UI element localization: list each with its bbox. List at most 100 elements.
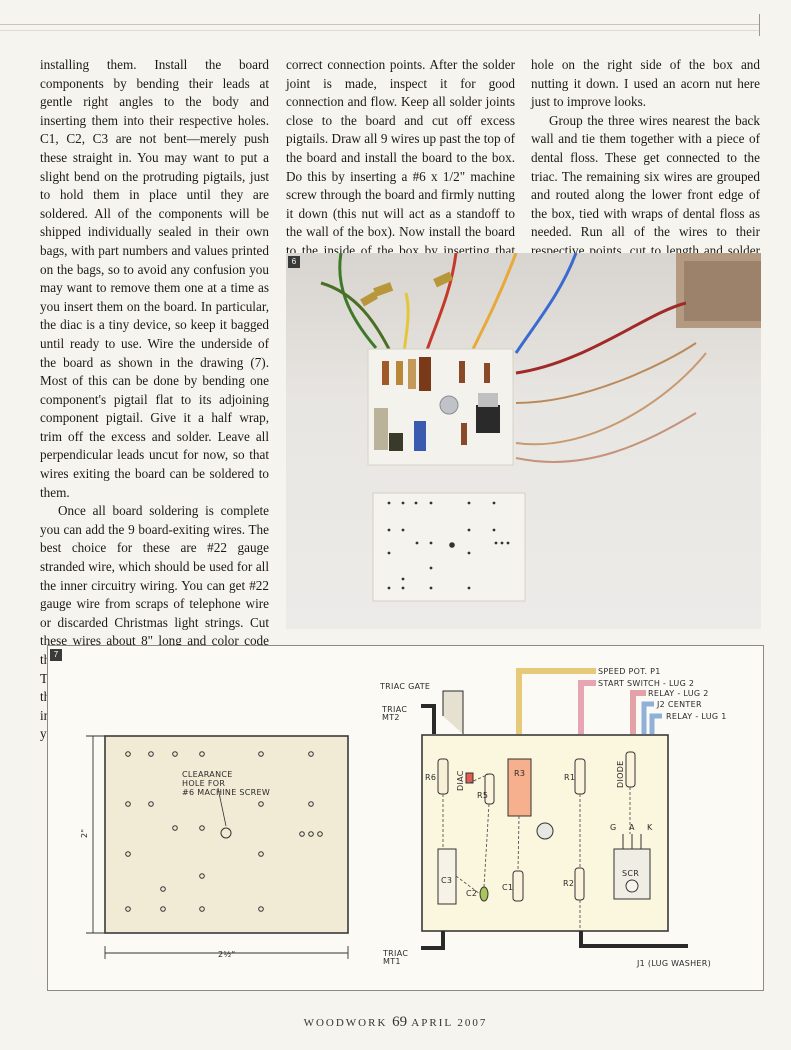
paragraph: Group the three wires nearest the back w… (531, 112, 760, 277)
dark-red-wire (515, 301, 687, 375)
article-column-2: correct connection points. After the sol… (286, 56, 515, 279)
relay-lug2-wire (630, 690, 646, 734)
capacitor-c2 (389, 433, 403, 451)
template-holes (125, 751, 323, 912)
mounting-screw (439, 395, 459, 415)
crimp-connector (373, 282, 394, 297)
page-number: 69 (392, 1014, 408, 1030)
mounting-screw (536, 822, 554, 840)
relay-lug1-wire (649, 713, 662, 734)
c1-label: C1 (502, 883, 513, 892)
resistor (396, 361, 403, 385)
crop-mark (759, 14, 760, 36)
article-column-3: hole on the right side of the box and nu… (531, 56, 760, 279)
triac-mt1-label-1: TRIAC (382, 949, 408, 958)
tan-wire (515, 352, 707, 446)
diode (484, 363, 490, 383)
c3-label: C3 (441, 876, 452, 885)
capacitor-c1 (414, 421, 426, 451)
resistor-r5 (484, 773, 495, 805)
triac-mt2-label-2: MT2 (382, 713, 400, 722)
resistor (459, 361, 465, 383)
blue-wire (514, 253, 578, 354)
speed-pot-wire (516, 668, 596, 734)
triac-mt1-label-2: MT1 (383, 957, 401, 966)
paragraph: correct connection points. After the sol… (286, 57, 515, 277)
j2-center-label: J2 CENTER (656, 700, 702, 709)
crimp-connector (360, 291, 378, 307)
tan-wire (515, 342, 697, 404)
yellow-wire (402, 292, 410, 354)
clearance-leader (217, 787, 227, 827)
scr-component (476, 405, 500, 433)
r6-label: R6 (425, 773, 436, 782)
capacitor (419, 357, 431, 391)
scr-g-label: G (610, 823, 617, 832)
scr-tab (478, 393, 498, 407)
scr-a-label: A (629, 823, 635, 832)
scr-hole (625, 879, 639, 893)
magazine-name: WOODWORK (303, 1017, 388, 1029)
r5-label: R5 (477, 791, 488, 800)
start-switch-label: START SWITCH - LUG 2 (598, 679, 694, 688)
wiring-diagram: 7 CLEARANCE HOLE FOR #6 MACHINE SCREW 2"… (47, 645, 764, 991)
figure-badge: 7 (50, 649, 62, 661)
green-wire (320, 281, 393, 354)
r2-label: R2 (563, 879, 574, 888)
resistor (408, 359, 416, 389)
j2-center-wire (641, 701, 654, 734)
photo-illustration (320, 253, 761, 602)
issue-date: APRIL 2007 (411, 1017, 488, 1029)
j1-label: J1 (LUG WASHER) (636, 959, 711, 968)
paragraph: installing them. Install the board compo… (40, 57, 269, 500)
j1-wire (579, 931, 688, 948)
triac-gate-label: TRIAC GATE (379, 682, 430, 691)
start-switch-wire (578, 680, 596, 734)
diode (625, 751, 636, 788)
width-dimension: 2½" (218, 950, 235, 959)
c2-label: C2 (466, 889, 477, 898)
circuit-board-photo: 6 (286, 253, 761, 629)
triac-mt2-label-1: TRIAC (381, 705, 407, 714)
paragraph: hole on the right side of the box and nu… (531, 57, 760, 110)
diac-label: DIAC (456, 770, 465, 791)
height-dimension: 2" (80, 829, 89, 838)
green-wire (338, 253, 378, 349)
blank-board (372, 492, 526, 602)
scr-label: SCR (622, 869, 639, 878)
resistor-r1 (574, 758, 586, 795)
r3-label: R3 (514, 769, 525, 778)
diagram-drawing: CLEARANCE HOLE FOR #6 MACHINE SCREW 2" 2… (80, 667, 727, 968)
orange-wire (469, 253, 518, 354)
diode-label: DIODE (616, 760, 625, 788)
resistor-r2 (461, 423, 467, 445)
clearance-label-2: HOLE FOR (182, 779, 225, 788)
triac-gate-wire (442, 690, 464, 734)
clearance-label-1: CLEARANCE (182, 770, 233, 779)
relay-lug2-label: RELAY - LUG 2 (648, 689, 709, 698)
article-column-1: installing them. Install the board compo… (40, 56, 269, 744)
header-rule (0, 24, 760, 25)
tan-wire (515, 412, 697, 463)
capacitor-c2 (479, 886, 489, 902)
resistor-r2 (574, 867, 585, 901)
clearance-label-3: #6 MACHINE SCREW (182, 788, 270, 797)
capacitor-c3 (374, 408, 388, 450)
triac-mt1-wire (421, 931, 445, 950)
scr-k-label: K (647, 823, 653, 832)
r1-label: R1 (564, 773, 575, 782)
photo-badge: 6 (288, 256, 300, 268)
header-rule-secondary (0, 30, 760, 31)
drilling-template (104, 735, 349, 934)
board-holes (387, 501, 510, 590)
crimp-connector (433, 271, 454, 288)
relay-lug1-label: RELAY - LUG 1 (666, 712, 727, 721)
resistor-r6 (437, 758, 449, 795)
box-edge-shadow (684, 261, 761, 321)
resistor (382, 361, 389, 385)
speed-pot-label: SPEED POT. P1 (598, 667, 661, 676)
resistor-r3 (507, 758, 532, 817)
diac (465, 772, 474, 784)
page-footer: WOODWORK 69 APRIL 2007 (0, 1014, 791, 1031)
triac-mt2-wire (421, 704, 436, 734)
